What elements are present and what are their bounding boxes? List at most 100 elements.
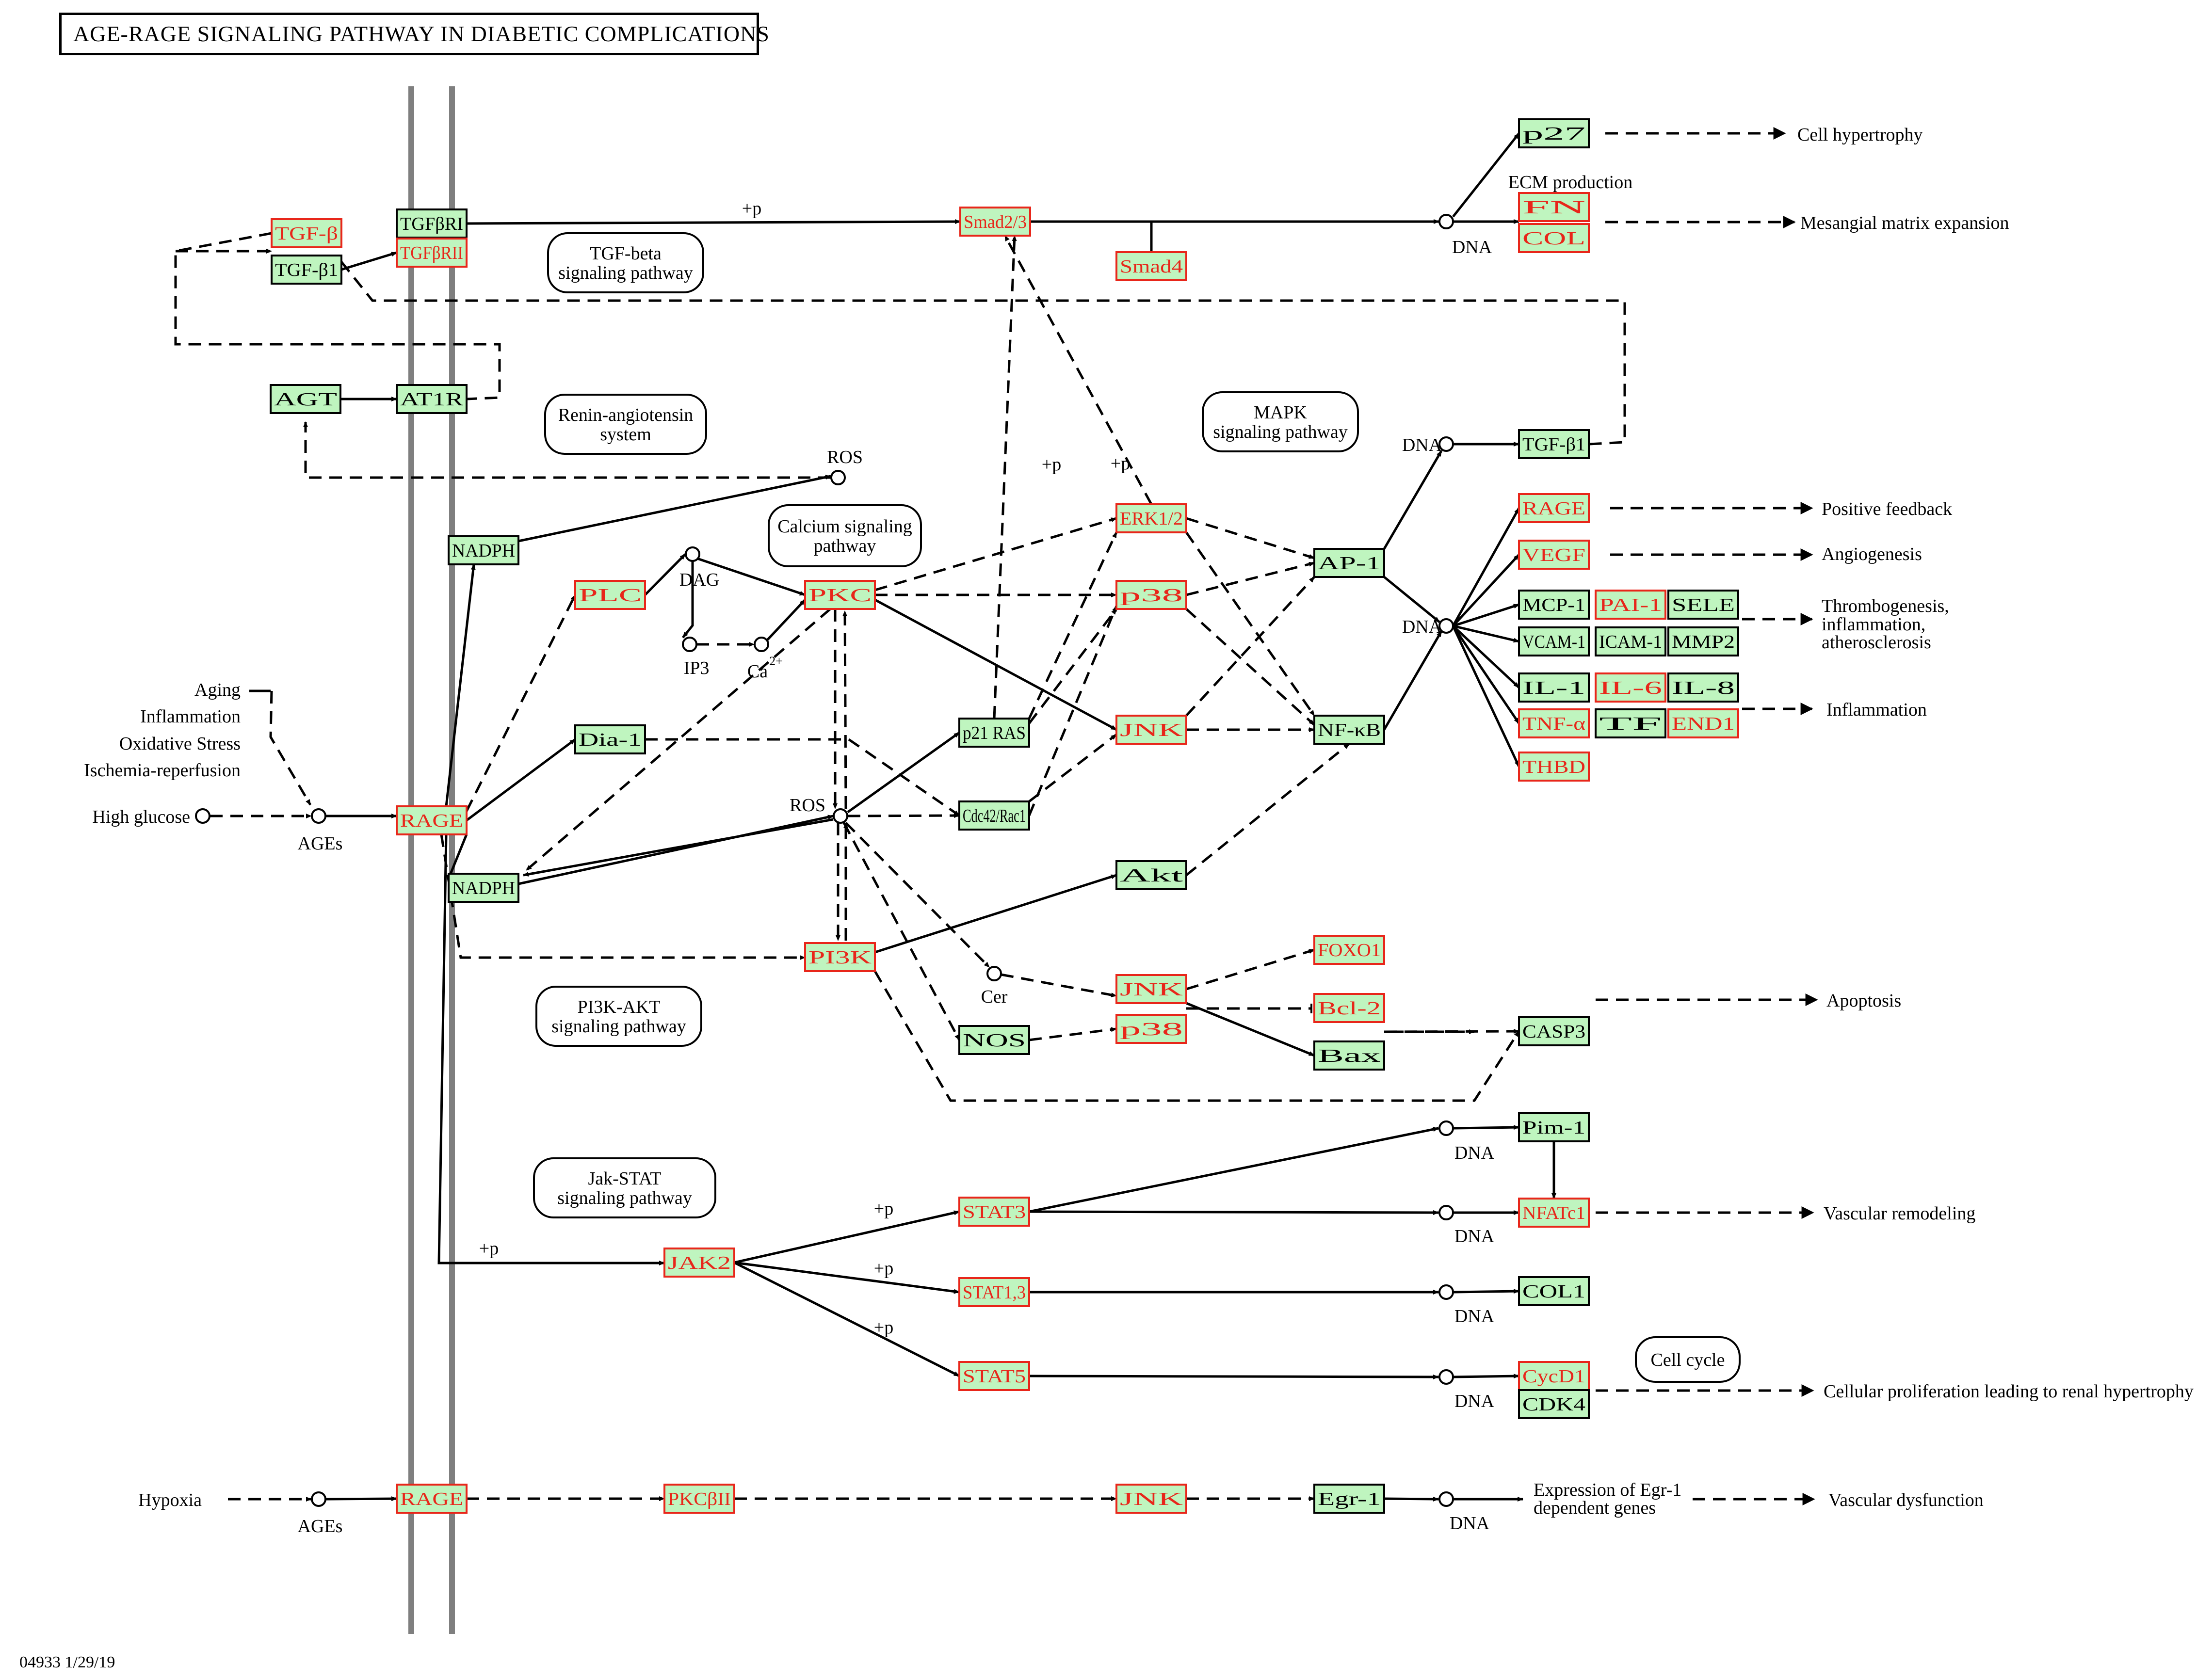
gene-plc[interactable]: PLC — [574, 580, 646, 610]
gene-nfkb[interactable]: NF-κB — [1313, 715, 1385, 745]
gene-pkc[interactable]: PKC — [804, 580, 876, 610]
gene-p21ras[interactable]: p21 RAS — [958, 718, 1030, 748]
gene-icam1[interactable]: ICAM-1 — [1595, 626, 1666, 656]
gene-smad23[interactable]: Smad2/3 — [959, 207, 1031, 237]
gene-nfatc1[interactable]: NFATc1 — [1518, 1198, 1590, 1228]
gene-pim1[interactable]: Pim-1 — [1518, 1112, 1590, 1142]
gene-nadph2[interactable]: NADPH — [448, 873, 519, 903]
gene-bcl2[interactable]: Bcl-2 — [1313, 993, 1385, 1023]
dna-to-il1 — [1452, 625, 1520, 688]
gene-tf[interactable]: TF — [1595, 708, 1666, 738]
gene-col1[interactable]: COL1 — [1518, 1276, 1590, 1306]
gene-jak2[interactable]: JAK2 — [663, 1248, 735, 1278]
gene-stat5[interactable]: STAT5 — [958, 1361, 1030, 1391]
compound-dna_egr[interactable] — [1438, 1491, 1454, 1507]
gene-rage1[interactable]: RAGE — [396, 805, 468, 835]
gene-erk12[interactable]: ERK1/2 — [1115, 503, 1187, 533]
gene-label-vegf: VEGF — [1522, 545, 1585, 565]
gene-il8[interactable]: IL-8 — [1667, 672, 1739, 703]
p21-to-erk — [1028, 531, 1118, 720]
gene-il1[interactable]: IL-1 — [1518, 672, 1590, 703]
gene-rage_fb[interactable]: RAGE — [1518, 493, 1590, 523]
compound-ca[interactable] — [754, 637, 769, 652]
compound-dna_cyc[interactable] — [1438, 1369, 1454, 1385]
gene-pai1[interactable]: PAI-1 — [1595, 590, 1666, 620]
gene-jnk1[interactable]: JNK — [1115, 715, 1187, 745]
gene-vcam1[interactable]: VCAM-1 — [1518, 626, 1590, 656]
compound-dna_nfat[interactable] — [1438, 1205, 1454, 1220]
compound-dna_tgfb1[interactable] — [1438, 436, 1454, 452]
compound-hg[interactable] — [195, 808, 210, 824]
gene-stat13[interactable]: STAT1,3 — [958, 1277, 1030, 1307]
stat3-to-dna-pim — [1029, 1127, 1439, 1213]
gene-sele[interactable]: SELE — [1667, 590, 1739, 620]
gene-akt[interactable]: Akt — [1115, 860, 1187, 890]
pathway-cellcycle[interactable]: Cell cycle — [1635, 1336, 1741, 1383]
gene-label-rage2: RAGE — [400, 1489, 463, 1509]
compound-ip3[interactable] — [682, 637, 697, 652]
label-labels-plus_p2: +p — [1042, 454, 1061, 475]
gene-col[interactable]: COL — [1518, 223, 1590, 253]
gene-dia1[interactable]: Dia-1 — [574, 724, 646, 754]
gene-tgfb1_dna[interactable]: TGF-β1 — [1518, 429, 1590, 459]
pi3k-to-akt — [874, 874, 1117, 954]
gene-il6[interactable]: IL-6 — [1595, 672, 1666, 703]
gene-vegf[interactable]: VEGF — [1518, 540, 1590, 570]
gene-tgfbri[interactable]: TGFβRI — [396, 208, 468, 239]
gene-pkcbii[interactable]: PKCβII — [663, 1484, 735, 1514]
gene-casp3[interactable]: CASP3 — [1518, 1016, 1590, 1046]
label-labels-ca_sup: 2+ — [769, 654, 783, 668]
gene-mmp2[interactable]: MMP2 — [1667, 626, 1739, 656]
gene-p38b[interactable]: p38 — [1115, 1014, 1187, 1044]
compound-ages2[interactable] — [311, 1491, 326, 1507]
gene-foxo1[interactable]: FOXO1 — [1313, 935, 1385, 965]
gene-end1[interactable]: END1 — [1667, 708, 1739, 738]
gene-thbd[interactable]: THBD — [1518, 752, 1590, 782]
gene-mcp1[interactable]: MCP-1 — [1518, 590, 1590, 620]
gene-nos[interactable]: NOS — [958, 1025, 1030, 1055]
gene-tgfbrii[interactable]: TGFβRII — [396, 238, 468, 268]
compound-ros_top[interactable] — [830, 470, 846, 485]
compound-ros_mid[interactable] — [833, 808, 848, 824]
gene-label-plc: PLC — [579, 585, 642, 606]
compound-cer[interactable] — [986, 966, 1002, 981]
gene-tnfa[interactable]: TNF-α — [1518, 708, 1590, 738]
compound-ages1[interactable] — [311, 808, 326, 824]
gene-label-pi3k: PI3K — [808, 947, 872, 968]
gene-bax[interactable]: Bax — [1313, 1040, 1385, 1071]
gene-rage2[interactable]: RAGE — [396, 1484, 468, 1514]
gene-jnk2[interactable]: JNK — [1115, 974, 1187, 1004]
gene-agt[interactable]: AGT — [270, 384, 341, 414]
pathway-label-renin: Renin-angiotensin — [558, 405, 694, 425]
gene-label-tgfbrii: TGFβRII — [400, 243, 463, 263]
gene-cycd1[interactable]: CycD1 — [1518, 1361, 1590, 1391]
label-outcomes-feedback: Positive feedback — [1822, 499, 1952, 519]
gene-ap1[interactable]: AP-1 — [1313, 548, 1385, 578]
gene-fn[interactable]: FN — [1518, 192, 1590, 222]
gene-cdc42rac1[interactable]: Cdc42/Rac1 — [958, 800, 1030, 831]
gene-cdk4[interactable]: CDK4 — [1518, 1389, 1590, 1419]
compound-dna_ap1[interactable] — [1438, 618, 1454, 634]
gene-jnk3[interactable]: JNK — [1115, 1484, 1187, 1514]
compound-dna_tgf[interactable] — [1438, 214, 1454, 229]
compound-dna_col1[interactable] — [1438, 1284, 1454, 1300]
gene-tgfb[interactable]: TGF-β — [271, 218, 342, 248]
gene-pi3k[interactable]: PI3K — [804, 942, 876, 972]
compound-dag[interactable] — [685, 546, 700, 562]
gene-p38a[interactable]: p38 — [1115, 580, 1187, 610]
gene-stat3[interactable]: STAT3 — [958, 1197, 1030, 1227]
gene-egr1[interactable]: Egr-1 — [1313, 1484, 1385, 1514]
gene-at1r[interactable]: AT1R — [396, 384, 468, 414]
gene-smad4[interactable]: Smad4 — [1115, 251, 1187, 281]
compound-dna_pim[interactable] — [1438, 1120, 1454, 1136]
gene-nadph1[interactable]: NADPH — [448, 535, 519, 565]
gene-p27[interactable]: p27 — [1518, 118, 1590, 148]
label-labels-dna5: DNA — [1454, 1226, 1495, 1247]
gene-tgfb1[interactable]: TGF-β1 — [271, 255, 342, 285]
